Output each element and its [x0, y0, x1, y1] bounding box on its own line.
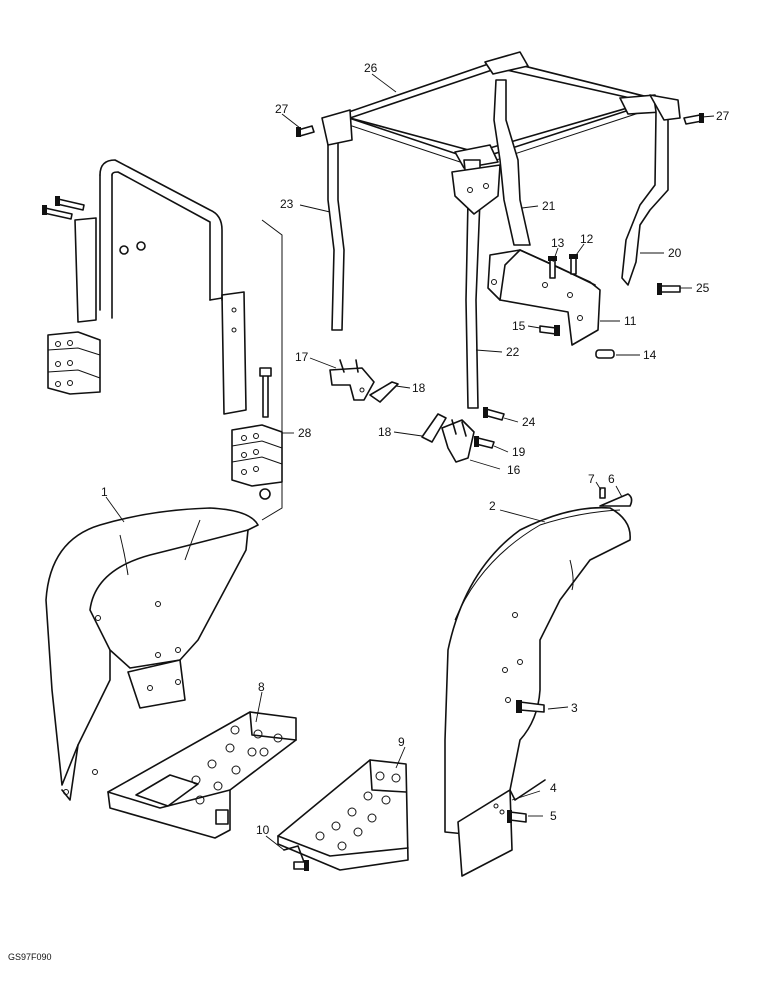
callout-16: 16: [507, 463, 521, 477]
callout-5: 5: [550, 809, 557, 823]
callout-17: 17: [295, 350, 309, 364]
bolt-15: [539, 325, 560, 336]
canopy-frame: [321, 51, 681, 409]
step-9: [277, 759, 409, 871]
callout-labels: 1 2 3 4 5 6 7 8 9 10 11 12 13 14 15 16 1…: [101, 61, 730, 837]
mount-bracket-17: [329, 359, 375, 401]
callout-4: 4: [550, 781, 557, 795]
spacer-plate-18-upper: [369, 381, 399, 403]
fender-right-2: [444, 506, 631, 835]
callout-11: 11: [624, 314, 637, 328]
pin-14: [595, 349, 615, 359]
bolt-12: [569, 254, 578, 275]
callout-21: 21: [542, 199, 556, 213]
callout-24: 24: [522, 415, 536, 429]
callout-27-right: 27: [716, 109, 730, 123]
callout-15: 15: [512, 319, 526, 333]
bolt-27-left: [296, 125, 315, 137]
callout-8: 8: [258, 680, 265, 694]
callout-10: 10: [256, 823, 270, 837]
callout-13: 13: [551, 236, 565, 250]
callout-22: 22: [506, 345, 520, 359]
callout-27-left: 27: [275, 102, 289, 116]
bolt-25: [657, 283, 681, 295]
screw-7: [599, 487, 606, 499]
callout-26: 26: [364, 61, 378, 75]
bolt-27-right: [683, 113, 704, 125]
callout-7: 7: [588, 472, 595, 486]
step-8: [107, 711, 297, 839]
callout-25: 25: [696, 281, 710, 295]
figure-reference-code: GS97F090: [8, 952, 52, 962]
rops-frame-28: [42, 159, 283, 521]
callout-1: 1: [101, 485, 108, 499]
bolt-10: [283, 845, 309, 871]
clip-6: [599, 493, 633, 507]
leader-lines: [105, 73, 715, 851]
bolt-3: [516, 700, 545, 713]
callout-3: 3: [571, 701, 578, 715]
callout-20: 20: [668, 246, 682, 260]
callout-12: 12: [580, 232, 594, 246]
bolt-13: [548, 256, 557, 279]
bolt-5: [507, 810, 527, 823]
callout-23: 23: [280, 197, 294, 211]
spacer-plate-18-lower: [421, 413, 447, 443]
mud-flap-4: [457, 789, 513, 877]
fender-left-1: [45, 507, 259, 801]
bolt-24: [483, 407, 505, 421]
callout-6: 6: [608, 472, 615, 486]
bolt-19: [474, 436, 495, 449]
mount-bracket-16: [441, 419, 475, 463]
callout-9: 9: [398, 735, 405, 749]
callout-14: 14: [643, 348, 657, 362]
callout-18-lower: 18: [378, 425, 392, 439]
callout-19: 19: [512, 445, 526, 459]
callout-2: 2: [489, 499, 496, 513]
callout-18-upper: 18: [412, 381, 426, 395]
callout-28: 28: [298, 426, 312, 440]
